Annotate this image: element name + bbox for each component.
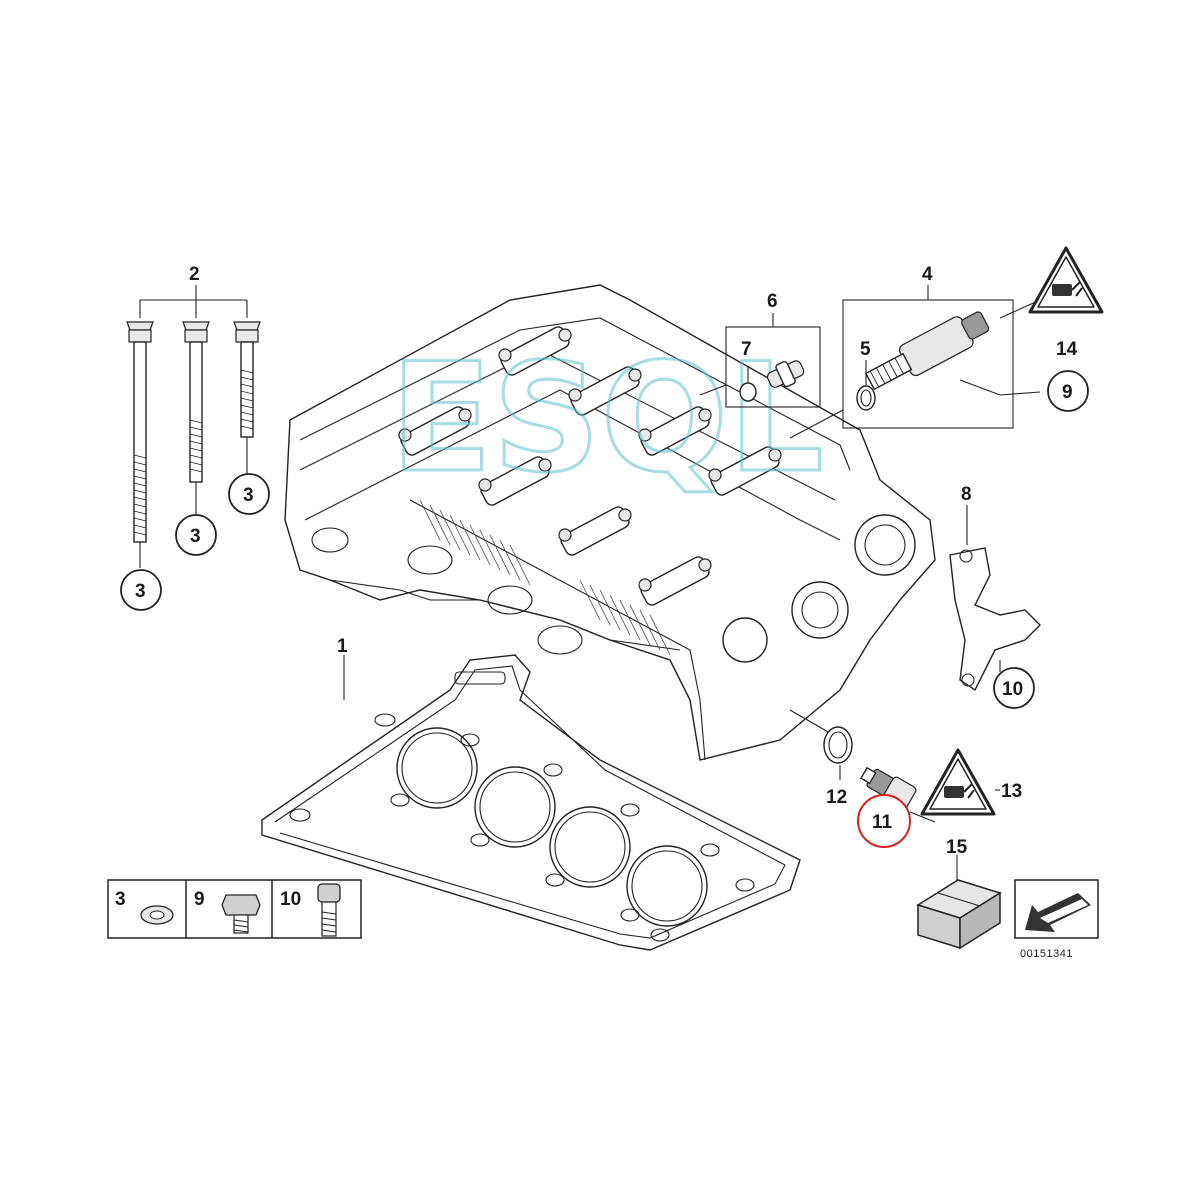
chain-guide-bracket <box>949 505 1041 692</box>
callout-7: 7 <box>741 339 752 360</box>
callout-14: 14 <box>1056 339 1078 360</box>
callout-10: 10 <box>1002 679 1023 700</box>
legend-label-9: 9 <box>194 889 205 910</box>
package-box-icon <box>916 855 1002 950</box>
callout-1: 1 <box>337 636 348 657</box>
cylinder-head <box>284 284 936 761</box>
callout-3: 3 <box>190 526 201 547</box>
callout-3-circle-b[interactable]: 3 <box>175 514 217 556</box>
link-arrow-icon[interactable] <box>1014 879 1099 939</box>
socket-bolt-icon <box>317 883 341 937</box>
legend-label-10: 10 <box>280 889 301 910</box>
callout-12: 12 <box>826 787 847 808</box>
callout-3: 3 <box>243 485 254 506</box>
solenoid-valve-group <box>789 285 1041 439</box>
cylinder-head-gasket <box>261 654 801 951</box>
callout-15: 15 <box>946 837 968 858</box>
callout-3-circle-c[interactable]: 3 <box>228 473 270 515</box>
cylinder-head-bolts <box>126 285 261 568</box>
callout-9-circle[interactable]: 9 <box>1047 370 1089 412</box>
callout-11: 11 <box>872 812 893 833</box>
oil-fitting-group <box>699 313 821 408</box>
callout-11-circle[interactable]: 11 <box>857 794 911 848</box>
callout-3: 3 <box>135 581 146 602</box>
callout-13: 13 <box>1001 781 1022 802</box>
diagram-id: 00151341 <box>1020 948 1073 960</box>
hex-bolt-icon <box>221 894 261 934</box>
watermark: ESQL <box>390 332 824 506</box>
oil-pressure-switch-group <box>789 709 936 823</box>
callout-3-circle-a[interactable]: 3 <box>120 569 162 611</box>
callout-5: 5 <box>860 339 871 360</box>
legend-label-3: 3 <box>115 889 126 910</box>
legend-table: 3 9 10 <box>107 879 362 939</box>
callout-8: 8 <box>961 484 972 505</box>
callout-4: 4 <box>922 264 933 285</box>
callout-10-circle[interactable]: 10 <box>993 667 1035 709</box>
callout-6: 6 <box>767 291 778 312</box>
washer-icon <box>140 905 174 925</box>
warning-triangle-icon <box>1028 246 1104 314</box>
callout-9: 9 <box>1062 382 1073 403</box>
warning-triangle-icon <box>920 748 996 816</box>
callout-2: 2 <box>189 264 200 285</box>
